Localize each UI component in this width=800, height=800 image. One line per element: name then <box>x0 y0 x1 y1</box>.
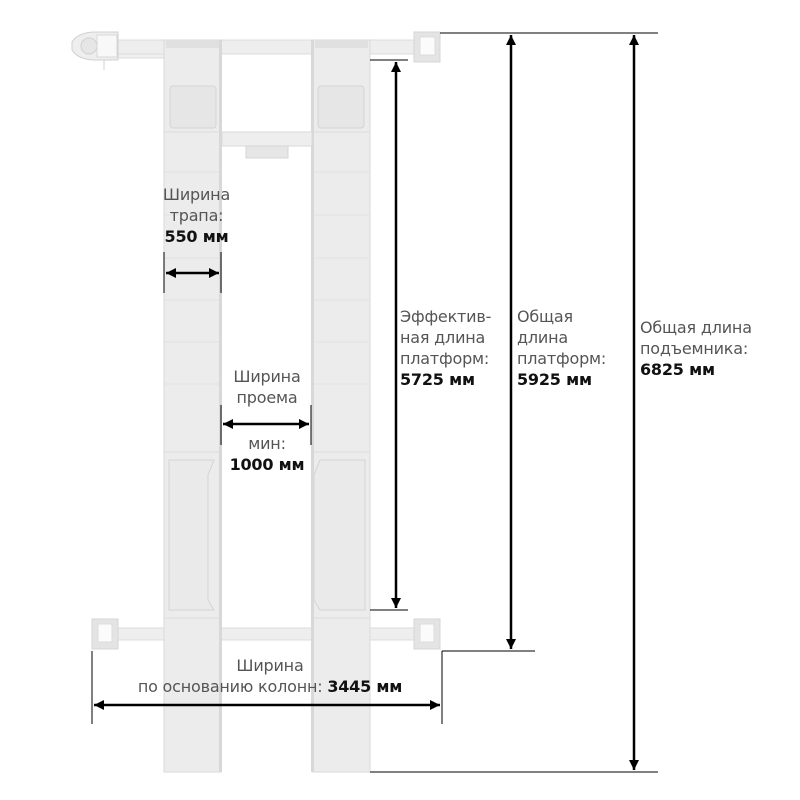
opening-width-min-label: мин: 1000 мм <box>222 433 312 475</box>
effective-length-label: Эффектив- ная длина платформ: 5725 мм <box>400 306 510 390</box>
effective-length-dimension <box>370 59 408 611</box>
column-base-width-line2-row: по основанию колонн: 3445 мм <box>100 676 440 697</box>
total-lift-length-label: Общая длина подъемника: 6825 мм <box>640 317 780 380</box>
total-platform-length-label: Общая длина платформ: 5925 мм <box>517 306 627 390</box>
total-platform-length-line3: платформ: <box>517 349 607 368</box>
ramp-width-label: Ширина трапа: 550 мм <box>159 184 234 247</box>
column-base-width-line1: Ширина <box>236 656 304 675</box>
total-lift-length-dimension <box>370 35 658 773</box>
left-platform <box>163 39 222 773</box>
column-base-width-value: 3445 мм <box>327 677 403 696</box>
total-platform-length-value: 5925 мм <box>517 370 592 389</box>
opening-width-line3: мин: <box>248 434 286 453</box>
total-lift-length-line1: Общая длина <box>640 318 752 337</box>
middle-crossmember <box>221 131 313 159</box>
opening-width-label: Ширина проема <box>222 366 312 408</box>
opening-width-value: 1000 мм <box>229 455 305 474</box>
top-crossbar <box>71 31 441 70</box>
effective-length-line1: Эффектив- <box>400 307 492 326</box>
opening-width-line2: проема <box>236 388 298 407</box>
column-base-width-dimension <box>91 651 440 724</box>
ramp-width-line2: трапа: <box>169 206 224 225</box>
right-platform <box>311 39 371 773</box>
total-platform-length-line1: Общая <box>517 307 573 326</box>
opening-width-line1: Ширина <box>233 367 301 386</box>
total-platform-length-dimension <box>440 32 658 724</box>
ramp-width-value: 550 мм <box>164 227 229 246</box>
bottom-crossbar <box>91 618 441 650</box>
effective-length-value: 5725 мм <box>400 370 475 389</box>
total-lift-length-line2: подъемника: <box>640 339 749 358</box>
ramp-width-line1: Ширина <box>162 185 231 204</box>
column-base-width-label: Ширина по основанию колонн: 3445 мм <box>100 655 440 697</box>
column-base-width-line2: по основанию колонн: <box>137 677 323 696</box>
total-lift-length-value: 6825 мм <box>640 360 715 379</box>
opening-width-dimension <box>220 405 312 445</box>
effective-length-line2: ная длина <box>400 328 486 347</box>
effective-length-line3: платформ: <box>400 349 490 368</box>
total-platform-length-line2: длина <box>517 328 568 347</box>
ramp-width-dimension <box>163 252 222 293</box>
